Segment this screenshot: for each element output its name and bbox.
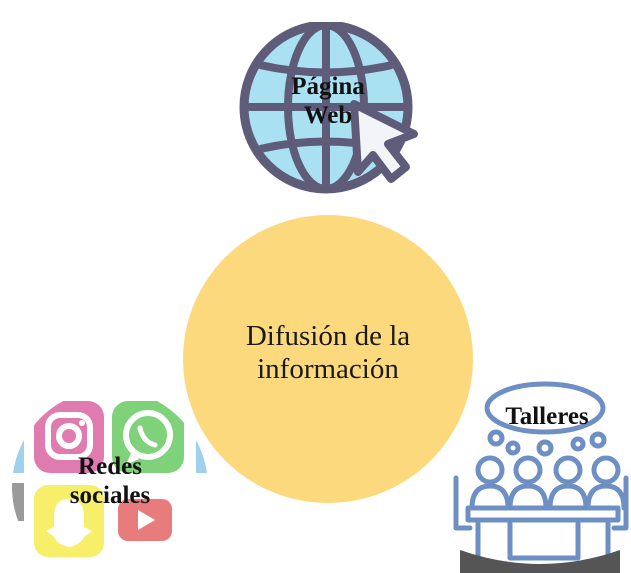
globe-cursor-icon	[239, 22, 418, 194]
social-media-apps-icon	[12, 395, 208, 573]
social-label-line1: Redes	[78, 453, 142, 480]
web-label-line2: Web	[303, 102, 353, 129]
social-label-line2: sociales	[69, 482, 151, 509]
web-label: Página Web	[265, 72, 391, 130]
center-label-line2: información	[257, 353, 399, 385]
web-label-line1: Página	[291, 73, 365, 100]
social-label: Redes sociales	[50, 452, 170, 510]
whatsapp-icon	[112, 401, 184, 473]
center-circle	[183, 215, 473, 503]
snapchat-icon	[34, 485, 104, 557]
center-label-line1: Difusión de la	[245, 320, 411, 352]
meeting-table-icon	[453, 381, 629, 573]
instagram-icon	[34, 401, 104, 473]
youtube-icon	[118, 499, 172, 541]
center-label: Difusión de la información	[183, 320, 473, 386]
workshops-label: Talleres	[505, 403, 589, 430]
